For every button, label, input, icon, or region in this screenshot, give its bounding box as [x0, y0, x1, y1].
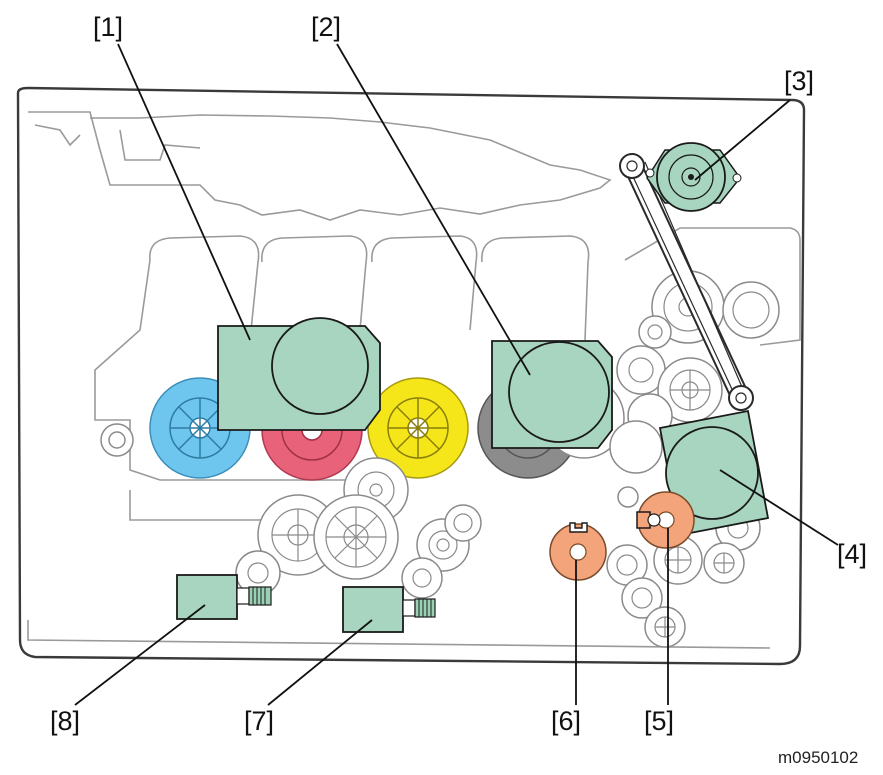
cartridge-outline-3	[371, 235, 478, 331]
right-gear-9	[617, 486, 639, 508]
motor-7	[342, 586, 436, 633]
callout-6: [6]	[551, 706, 582, 736]
main-motor	[645, 142, 742, 212]
leader-line-4	[719, 469, 839, 546]
left-frame-detail	[94, 259, 360, 521]
right-gear-3	[638, 315, 672, 349]
callout-8: [8]	[50, 706, 81, 736]
timing-belt	[619, 153, 754, 411]
callout-3: [3]	[784, 66, 815, 96]
lower-right-gear-4	[621, 577, 663, 619]
drive-module-2	[491, 340, 613, 449]
figure-id: m0950102	[778, 748, 859, 767]
leader-line-8	[74, 604, 206, 706]
yellow-gear	[367, 377, 469, 479]
leader-line-2	[336, 43, 531, 376]
leader-line-1	[117, 43, 251, 341]
leader-line-3	[694, 99, 791, 181]
callout-2: [2]	[311, 12, 342, 42]
left-roller-hub	[108, 431, 126, 449]
right-gear-2	[722, 281, 780, 339]
clutch-6	[549, 522, 607, 581]
idler-gear-f	[444, 504, 482, 542]
bottom-rail	[27, 620, 771, 649]
lower-right-gear-2	[703, 542, 745, 584]
upper-frame-detail	[28, 111, 612, 221]
machine-frame	[16, 86, 806, 666]
callout-1: [1]	[93, 12, 124, 42]
idler-gear-d	[235, 550, 281, 596]
cartridge-outline-4	[481, 235, 590, 341]
right-gear-7	[609, 420, 663, 474]
cartridge-outline-2	[261, 235, 368, 331]
callout-5: [5]	[644, 706, 675, 736]
idler-gear-g	[401, 557, 443, 599]
callout-7: [7]	[244, 706, 275, 736]
clutch-5	[636, 491, 695, 549]
right-frame-detail	[624, 227, 801, 346]
lower-right-gear-5	[644, 606, 686, 648]
leader-line-7	[267, 619, 373, 706]
cartridge-outline-1	[149, 235, 260, 341]
idler-gear-c	[313, 494, 399, 580]
callout-4: [4]	[837, 539, 868, 569]
upper-frame-detail-2	[34, 124, 201, 161]
motor-8	[176, 574, 272, 620]
drive-module-1	[217, 317, 381, 431]
lower-right-gear-3	[606, 544, 648, 586]
